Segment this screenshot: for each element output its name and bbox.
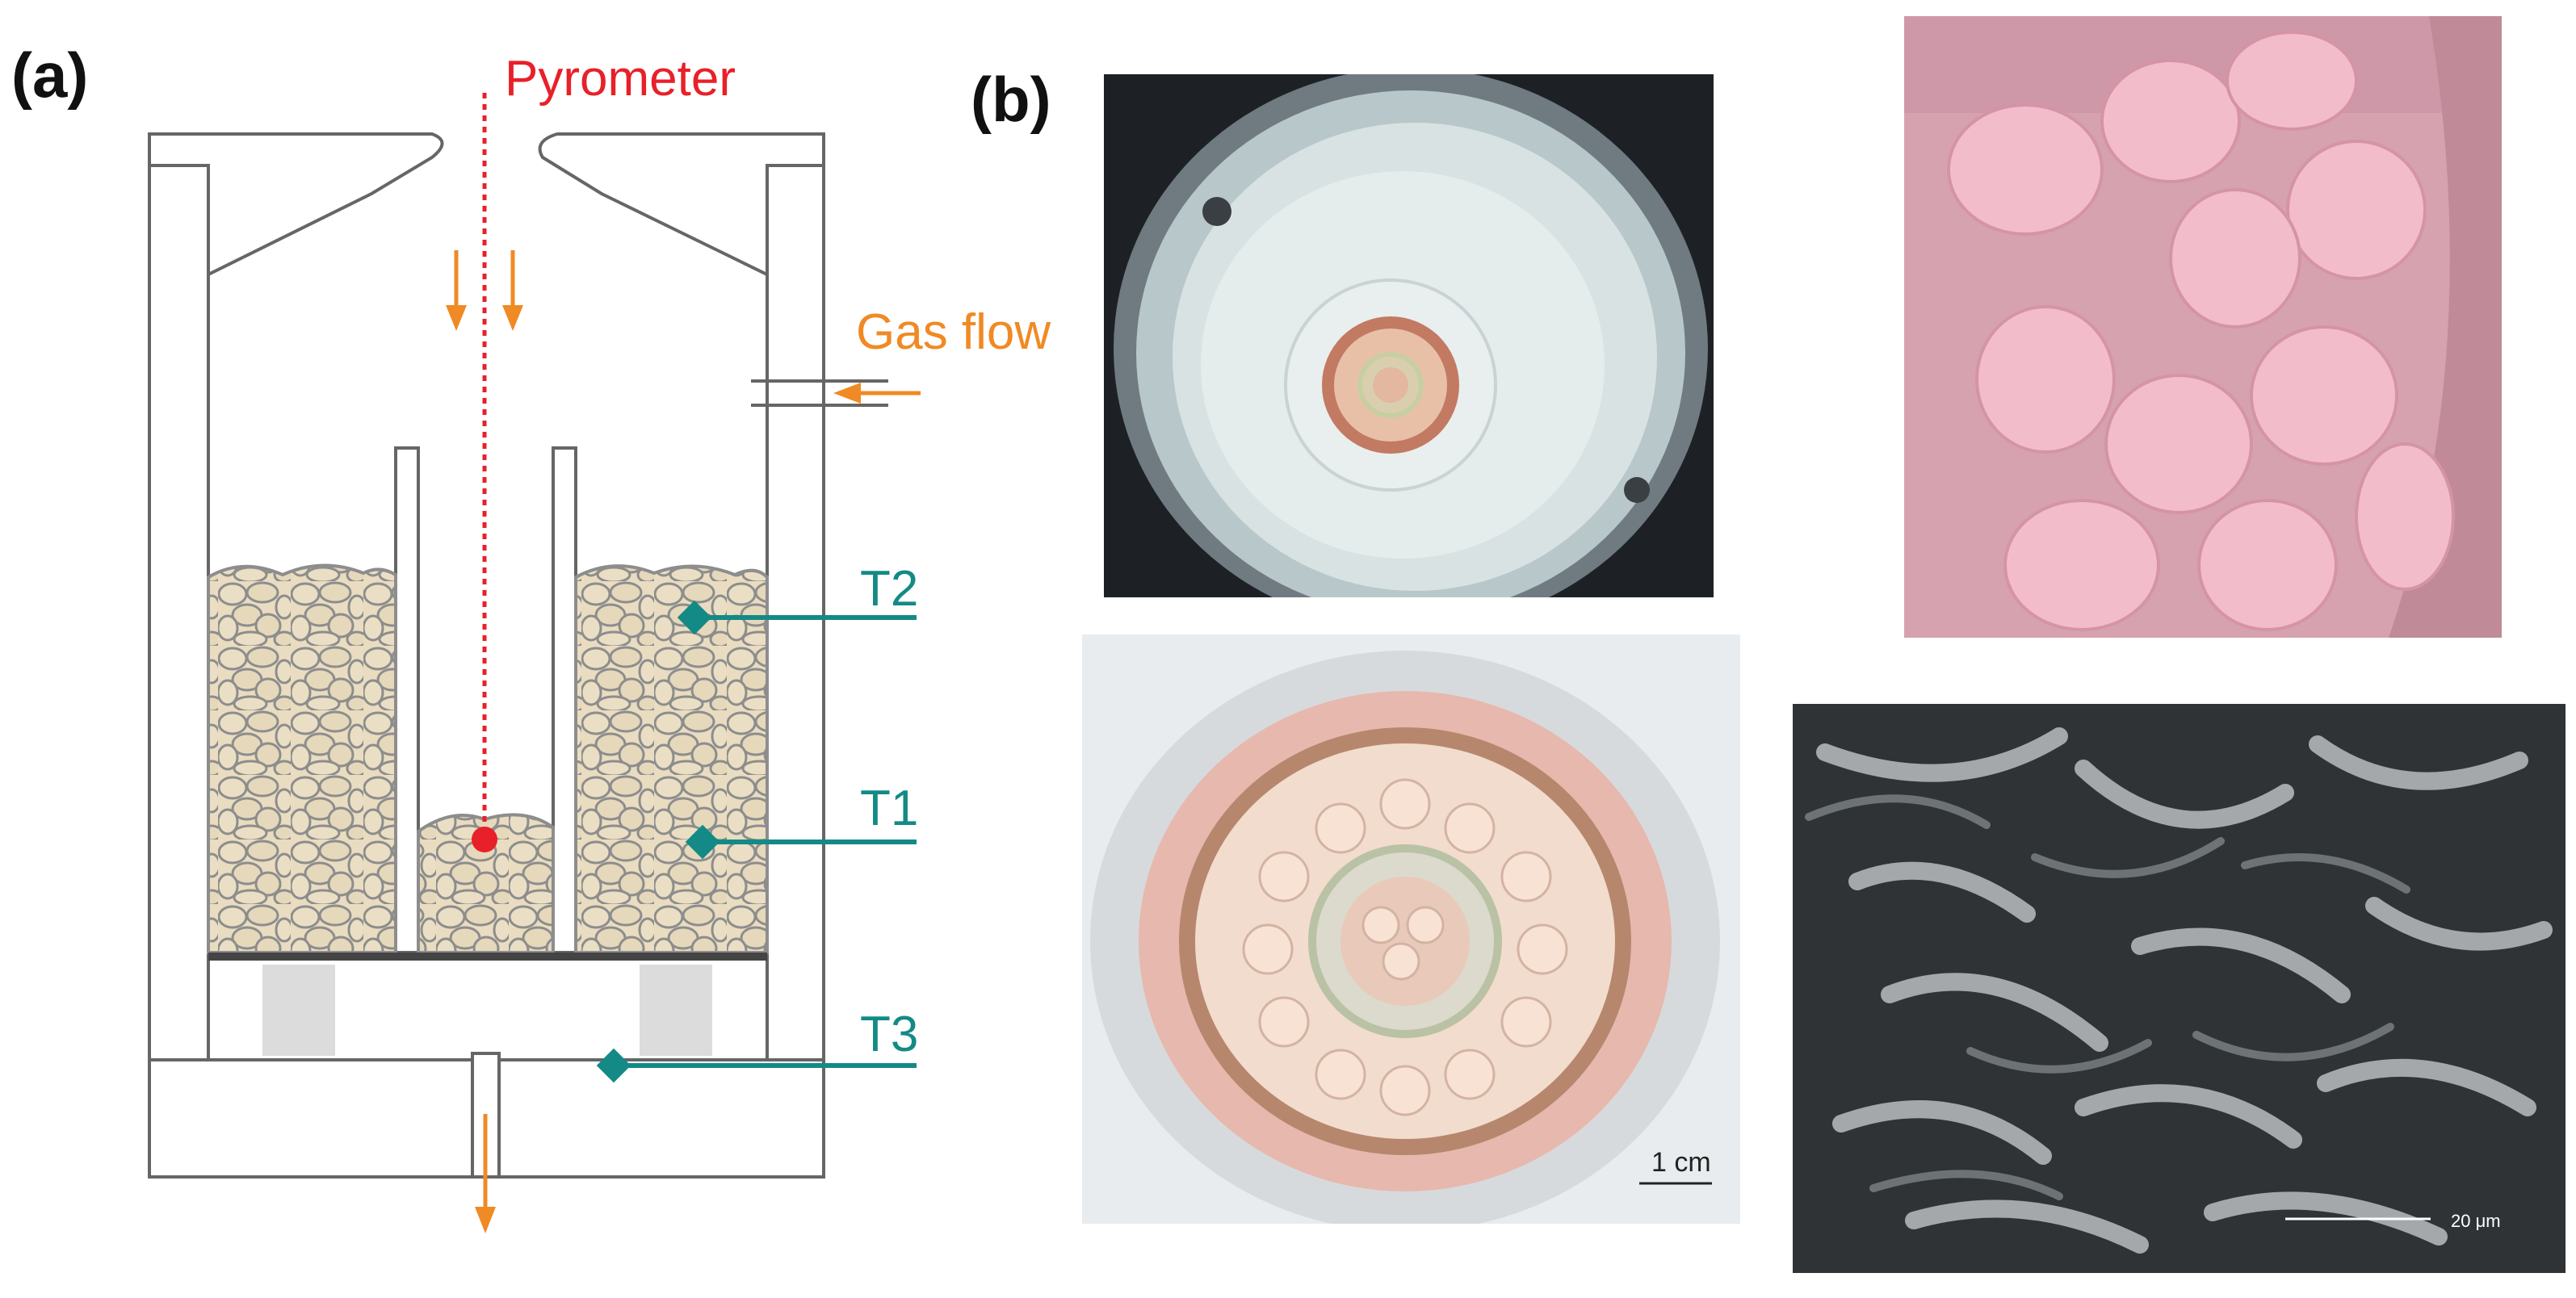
- reactor-walls: [148, 164, 825, 1179]
- outlet-arrow-icon: [475, 1207, 496, 1233]
- sem-micrograph: 20 μm: [1793, 704, 2566, 1273]
- sensor-t3: T3: [596, 1007, 918, 1083]
- sensor-t1: T1: [685, 781, 918, 860]
- reactor-inside-photo: 1 cm: [1082, 634, 1740, 1224]
- gas-flow-label: Gas flow: [856, 304, 1051, 360]
- support-plate: [208, 953, 767, 1056]
- reactor-top-photo: [1104, 74, 1714, 597]
- sensor-t2-label: T2: [860, 561, 918, 617]
- sensor-t3-label: T3: [860, 1007, 918, 1062]
- pink-pellets-photo: [1904, 16, 2502, 638]
- sensor-t2: T2: [677, 561, 918, 635]
- reactor-schematic: T2 T1 T3 Pyrometer Gas flow: [148, 51, 1051, 1233]
- panel-b-label: (b): [971, 64, 1051, 135]
- scale-bar-1cm: 1 cm: [1651, 1147, 1711, 1178]
- scale-bar-20um: 20 μm: [2451, 1211, 2501, 1231]
- pyrometer-target-dot: [472, 827, 497, 852]
- gas-flow-down-arrows: [446, 250, 523, 331]
- gas-flow-arrow-icon: [833, 383, 921, 404]
- particle-bed: [207, 563, 769, 954]
- pyrometer-label: Pyrometer: [505, 51, 736, 107]
- reactor-lid: [148, 132, 825, 282]
- sensor-t1-label: T1: [860, 781, 918, 836]
- panel-a-label: (a): [11, 40, 89, 111]
- gas-inlet-pipe: [751, 379, 888, 407]
